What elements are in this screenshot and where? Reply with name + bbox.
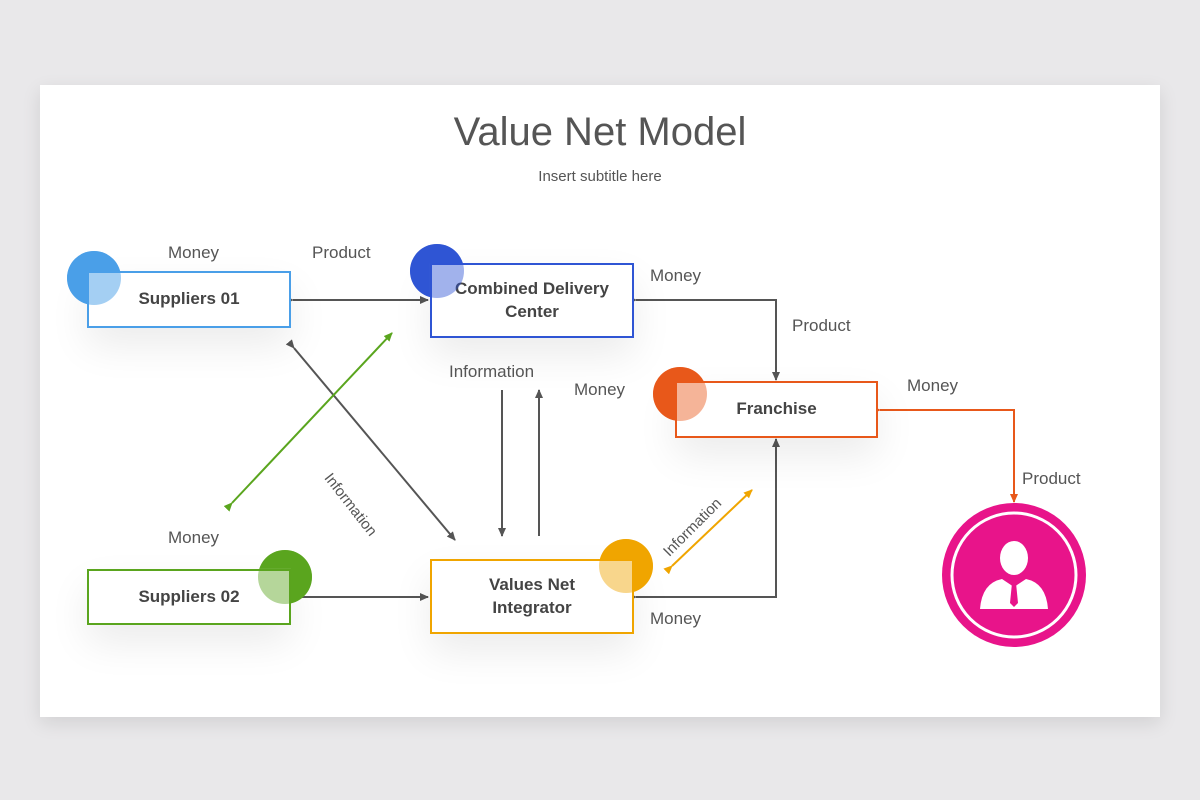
label-money-values-net: Money — [650, 609, 702, 628]
arrow-franchise-customer — [872, 406, 1018, 503]
node-label: Suppliers 02 — [138, 586, 240, 606]
node-label: Values Net Integrator — [489, 574, 575, 617]
node-label: Suppliers 01 — [138, 289, 240, 309]
label-money-suppliers-01: Money — [168, 243, 220, 262]
node-values-net-integrator: Values Net Integrator — [430, 559, 634, 634]
arrow-green-diagonal — [223, 332, 393, 512]
label-money-suppliers-02: Money — [168, 528, 220, 547]
label-product-suppliers-01: Product — [312, 243, 371, 262]
label-money-center: Money — [574, 380, 626, 399]
label-information-center: Information — [449, 362, 535, 381]
label-money-combined-delivery: Money — [650, 266, 702, 285]
arrow-cdc-franchise — [628, 296, 780, 381]
node-label: Combined Delivery Center — [455, 278, 609, 321]
page-title: Value Net Model — [453, 110, 747, 154]
label-money-franchise: Money — [907, 376, 959, 395]
page-subtitle: Insert subtitle here — [538, 168, 662, 185]
label-product-customer: Product — [1022, 469, 1081, 488]
arrow-vni-franchise — [628, 438, 780, 601]
arrow-yellow-diagonal — [663, 489, 753, 575]
node-combined-delivery-center: Combined Delivery Center — [430, 263, 634, 338]
node-franchise: Franchise — [675, 381, 878, 438]
node-suppliers-01: Suppliers 01 — [87, 271, 291, 328]
customer-person-icon — [942, 503, 1086, 647]
node-label: Franchise — [736, 399, 817, 419]
node-suppliers-02: Suppliers 02 — [87, 569, 291, 625]
label-product-combined-delivery: Product — [792, 316, 851, 335]
arrow-s1-vni — [285, 339, 456, 541]
